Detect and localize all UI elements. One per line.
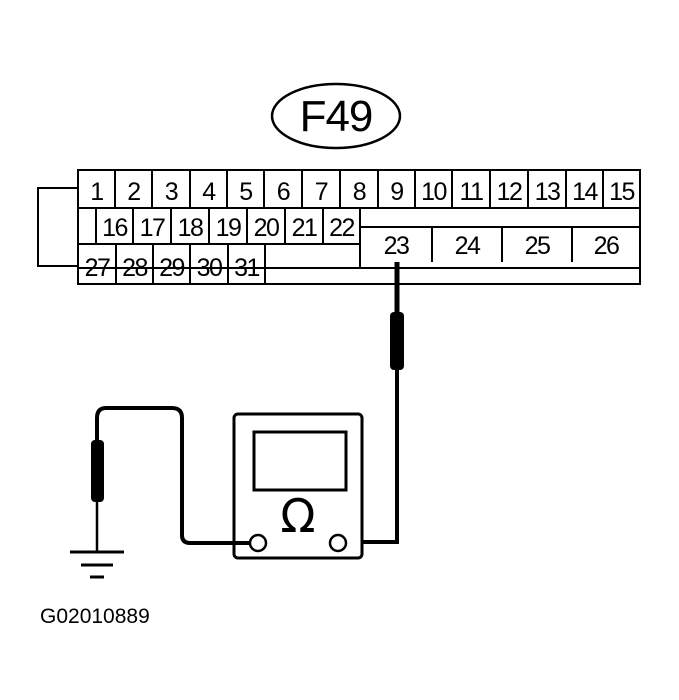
pin-10: 10	[421, 178, 446, 206]
ohm-symbol: Ω	[280, 489, 315, 543]
right-probe-tip	[390, 312, 404, 370]
pin-17: 17	[140, 214, 165, 242]
pin-7: 7	[315, 178, 328, 206]
pin-24: 24	[455, 232, 481, 260]
pin-23: 23	[384, 232, 409, 260]
connector-label: F49	[270, 82, 402, 150]
ohmmeter: Ω	[232, 412, 364, 560]
meter-display	[252, 430, 348, 492]
pin-15: 15	[609, 178, 634, 206]
pin-22: 22	[329, 214, 354, 242]
pin-27: 27	[85, 254, 110, 282]
pin-30: 30	[197, 254, 222, 282]
pin-16: 16	[102, 214, 127, 242]
pin-9: 9	[390, 178, 403, 206]
pin-11: 11	[460, 178, 484, 206]
connector-row-3: 27 28 29 30 31	[85, 244, 261, 284]
connector-row-2: 16 17 18 19 20 21 22	[102, 208, 361, 244]
pin-6: 6	[277, 178, 290, 206]
pin-28: 28	[122, 254, 147, 282]
pin-26: 26	[594, 232, 619, 260]
figure-code: G02010889	[40, 605, 150, 628]
left-test-lead	[91, 406, 250, 552]
pin-2: 2	[127, 178, 140, 206]
pin-8: 8	[353, 178, 366, 206]
pin-4: 4	[202, 178, 216, 206]
pin-14: 14	[572, 178, 598, 206]
meter-right-terminal	[328, 533, 348, 553]
pin-21: 21	[292, 214, 317, 242]
meter-left-terminal	[248, 533, 268, 553]
pin-18: 18	[178, 214, 203, 242]
pin-13: 13	[535, 178, 560, 206]
pin-5: 5	[239, 178, 252, 206]
pin-20: 20	[254, 214, 279, 242]
connector-row-wide: 23 24 25 26	[384, 227, 620, 262]
pin-1: 1	[90, 178, 103, 206]
pin-31: 31	[234, 254, 259, 282]
pin-3: 3	[165, 178, 178, 206]
left-probe-tip	[91, 440, 104, 502]
pin-19: 19	[216, 214, 241, 242]
connector-label-text: F49	[300, 92, 373, 141]
pin-25: 25	[525, 232, 550, 260]
pin-12: 12	[497, 178, 522, 206]
pin-29: 29	[159, 254, 184, 282]
ground-icon	[70, 550, 124, 579]
